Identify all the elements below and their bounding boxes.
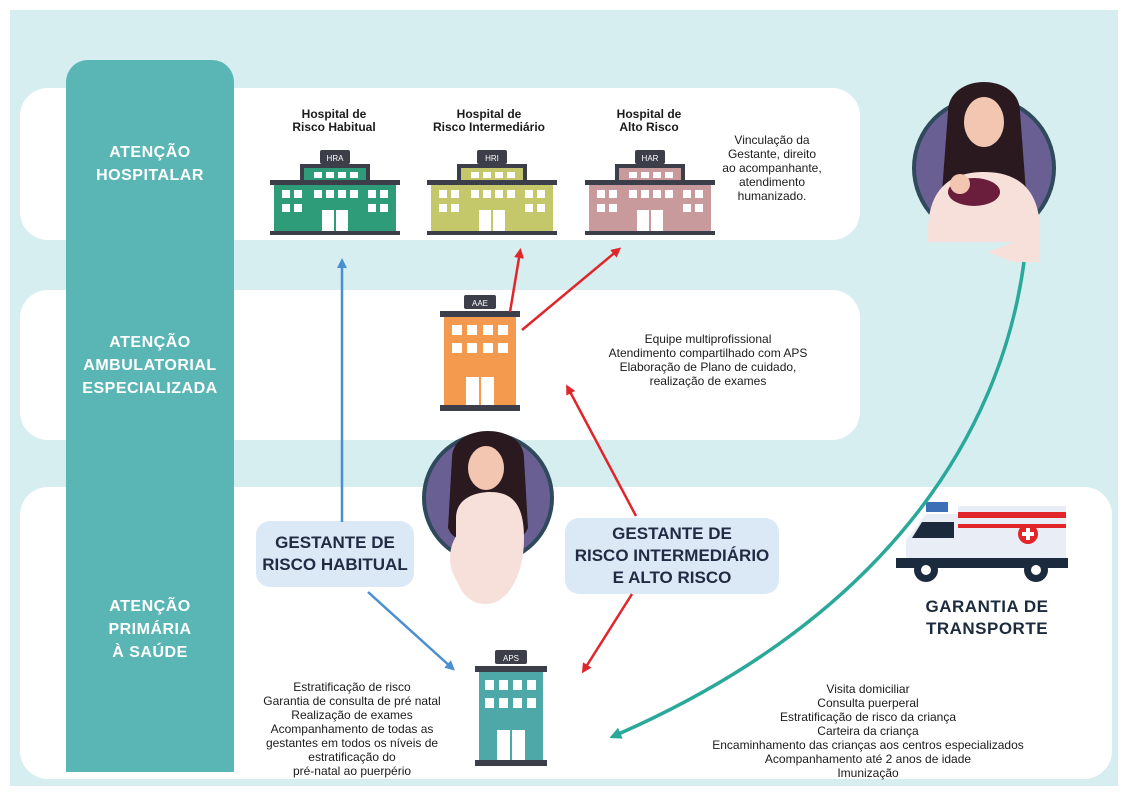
arrow-aae-to-har <box>521 247 622 331</box>
arrow-transport-to-aps <box>609 261 1026 739</box>
mother-baby-illustration <box>912 82 1056 262</box>
arrow-aae-to-hri <box>508 248 524 313</box>
arrow-alto-to-aae <box>566 384 638 517</box>
ambulance-icon <box>896 502 1068 582</box>
arrow-alto-to-aps <box>581 593 634 674</box>
hospital-alto-risco-building: HAR <box>585 150 715 235</box>
pregnant-woman-illustration <box>422 431 554 604</box>
svg-text:HRI: HRI <box>485 154 499 163</box>
svg-text:HRA: HRA <box>327 154 345 163</box>
aae-building: AAE <box>440 295 520 411</box>
hospital-intermediario-building: HRI <box>427 150 557 235</box>
svg-text:HAR: HAR <box>642 154 659 163</box>
svg-text:APS: APS <box>503 654 519 663</box>
svg-text:AAE: AAE <box>472 299 488 308</box>
aps-building: APS <box>475 650 547 766</box>
arrow-habitual-to-aps <box>367 591 455 671</box>
hospital-habitual-building: HRA <box>270 150 400 235</box>
